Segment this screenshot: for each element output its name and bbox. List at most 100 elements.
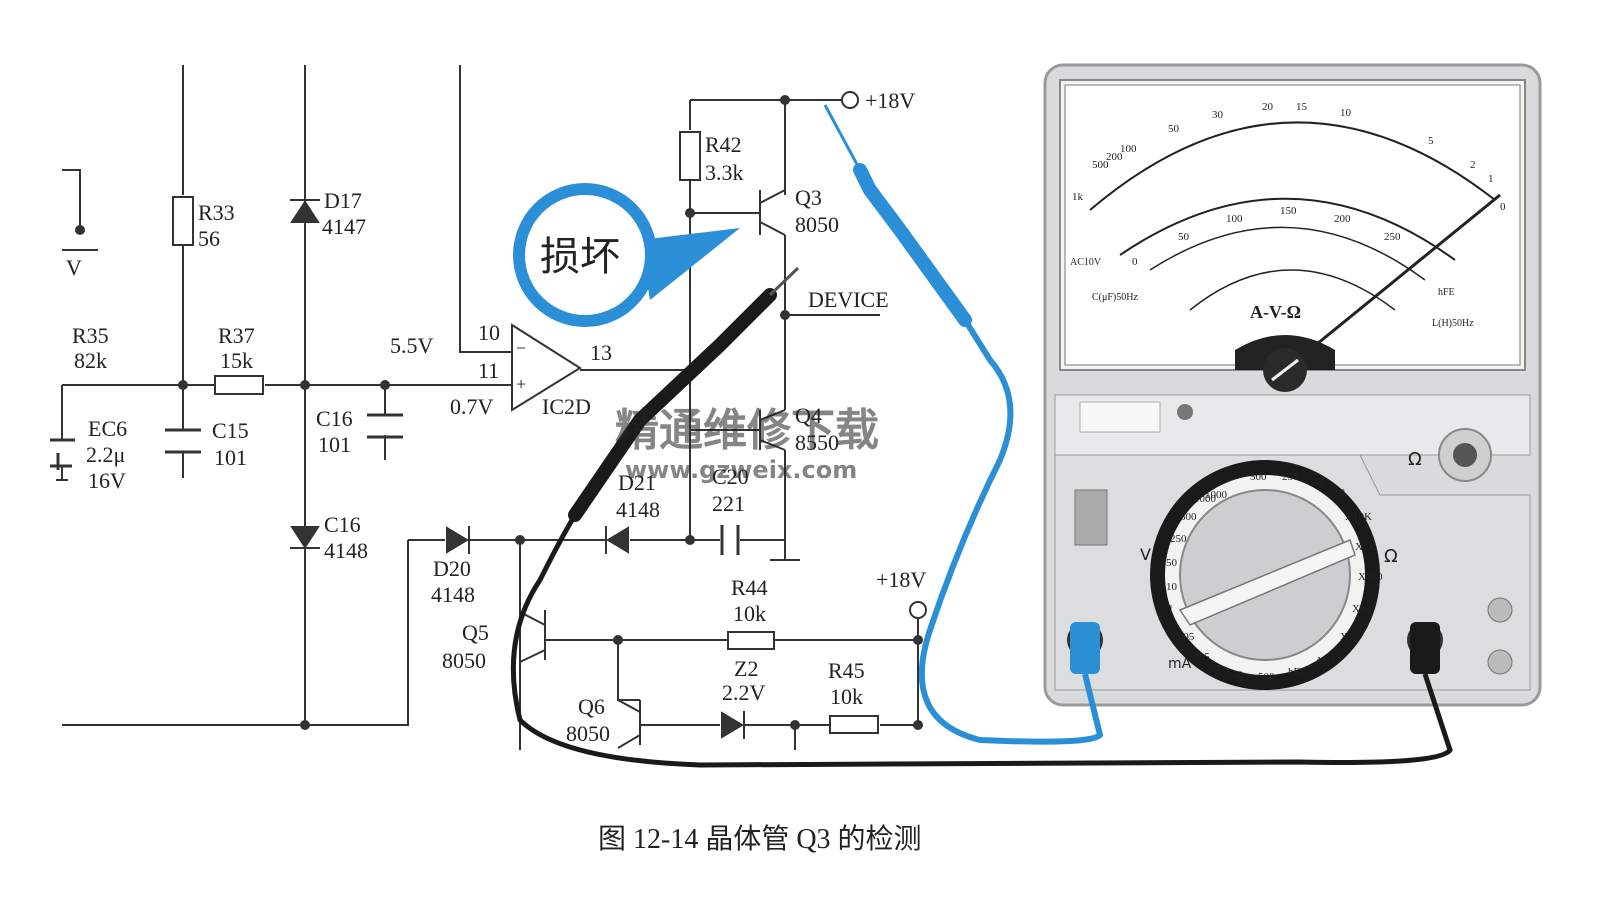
r33-resistor [172,196,194,246]
label-c15: C15 [212,418,249,443]
watermark: 精通维修下载 www.gzweix.com [615,405,879,484]
label-r42: R42 [705,132,742,157]
dial-label-500v: 500 [1180,511,1197,523]
dial-ma-mark: mA [1168,656,1192,672]
label-r42-val: 3.3k [705,160,744,185]
label-c15-val: 101 [214,445,247,470]
label-18v-top: +18V [865,88,915,113]
label-18v-mid: +18V [876,567,926,592]
label-c20: C20 [712,464,749,489]
meter-tick-15: 15 [1296,101,1308,113]
dial-label-250: 250 [1282,471,1299,483]
dial-label-1000: 1000 [1205,489,1228,501]
damage-callout: 损坏 [513,183,740,327]
label-r33-val: 56 [198,226,220,251]
meter-tick-2: 2 [1470,159,1476,171]
label-r45-val: 10k [830,684,863,709]
transistors [519,189,786,749]
dial-label-x10: X10 [1352,603,1371,615]
label-minus: − [516,338,526,358]
label-d21-val: 4148 [616,497,660,522]
r45-resistor [829,715,879,734]
meter-dcv-200: 200 [1334,213,1351,225]
d21-diode [605,526,629,554]
meter-dcv-100: 100 [1226,213,1243,225]
dial-label-adj: ADJ [1315,655,1336,667]
dial-label-5ma: 5 [1214,663,1220,675]
blue-probe [823,104,1104,745]
dial-label-50: 50 [1312,477,1324,489]
label-plus: + [516,374,526,394]
dial-label-x1: X1 [1340,631,1353,643]
label-ec6-val: 2.2μ [86,442,125,467]
capacitors [50,413,740,555]
dial-label-x10k: X10K [1345,511,1372,523]
meter-tick-1k: 1k [1072,191,1084,203]
label-q6: Q6 [578,694,605,719]
dial-label-50ma: 50 [1232,669,1244,681]
meter-tick-30: 30 [1212,109,1224,121]
q4-transistor [759,409,786,451]
label-q3-val: 8050 [795,212,839,237]
dial-label-10v: 10 [1166,581,1178,593]
meter-tick-500: 500 [1092,159,1109,171]
meter-tick-0: 0 [1500,201,1506,213]
label-ic2d: IC2D [542,394,591,419]
meter-dcv-50: 50 [1178,231,1190,243]
label-z2-val: 2.2V [722,680,766,705]
dial-v-mark: V [1140,545,1151,564]
meter-dcv-150: 150 [1280,205,1297,217]
dial-label-250v: 250 [1170,533,1187,545]
label-q5: Q5 [462,620,489,645]
meter-dcv-0: 0 [1132,256,1138,268]
label-pin10: 10 [478,320,500,345]
q5-transistor [519,611,546,663]
label-q5-val: 8050 [442,648,486,673]
meter-dcv-250: 250 [1384,231,1401,243]
terminal-18v-top [841,91,859,109]
label-q3: Q3 [795,185,822,210]
dial-label-10: 10 [1334,487,1346,499]
label-pin13: 13 [590,340,612,365]
label-c16a: C16 [316,406,353,431]
label-d21: D21 [618,470,656,495]
dial-label-1v: 1 [1168,603,1174,615]
c16-diode [290,526,320,549]
multimeter: 1k 500 200 100 50 30 20 15 10 5 2 1 0 0 … [1043,63,1542,707]
meter-tick-20: 20 [1262,101,1274,113]
meter-needle [1284,193,1501,372]
watermark-line1: 精通维修下载 [615,405,879,456]
terminal-18v-mid [909,601,927,619]
dial-label-1000v: 1000 [1194,493,1217,505]
label-v-left: V [66,255,82,280]
label-r45: R45 [828,658,865,683]
watermark-line2: www.gzweix.com [625,456,857,484]
label-c16a-val: 101 [318,432,351,457]
dial-ohm-mark: Ω [1384,546,1398,567]
label-z2: Z2 [734,656,758,681]
meter-hfe: hFE [1438,287,1455,298]
circuit-labels: V R33 56 D17 4147 R42 3.3k Q3 8050 +18V … [66,88,926,746]
label-r35: R35 [72,323,109,348]
label-d20-val: 4148 [431,582,475,607]
dial-label-005ma: 0.05 [1175,631,1195,643]
meter-ac10v: AC10V [1070,257,1102,268]
label-v07: 0.7V [450,394,494,419]
d20-diode [446,526,470,554]
dial-label-500: 500 [1250,471,1267,483]
label-device: DEVICE [808,287,889,312]
meter-tick-10: 10 [1340,107,1352,119]
label-d20: D20 [433,556,471,581]
label-q4-val: 8550 [795,430,839,455]
dial-label-x100: X100 [1358,571,1383,583]
label-r44: R44 [731,575,768,600]
meter-tick-5: 5 [1428,135,1434,147]
dial-label-hfe: hFE [1288,666,1307,678]
label-pin11: 11 [478,358,499,383]
label-ec6-volt: 16V [88,468,126,493]
r42-resistor [679,131,701,181]
label-ec6: EC6 [88,416,127,441]
r44-resistor [727,631,775,650]
label-c20-val: 221 [712,491,745,516]
